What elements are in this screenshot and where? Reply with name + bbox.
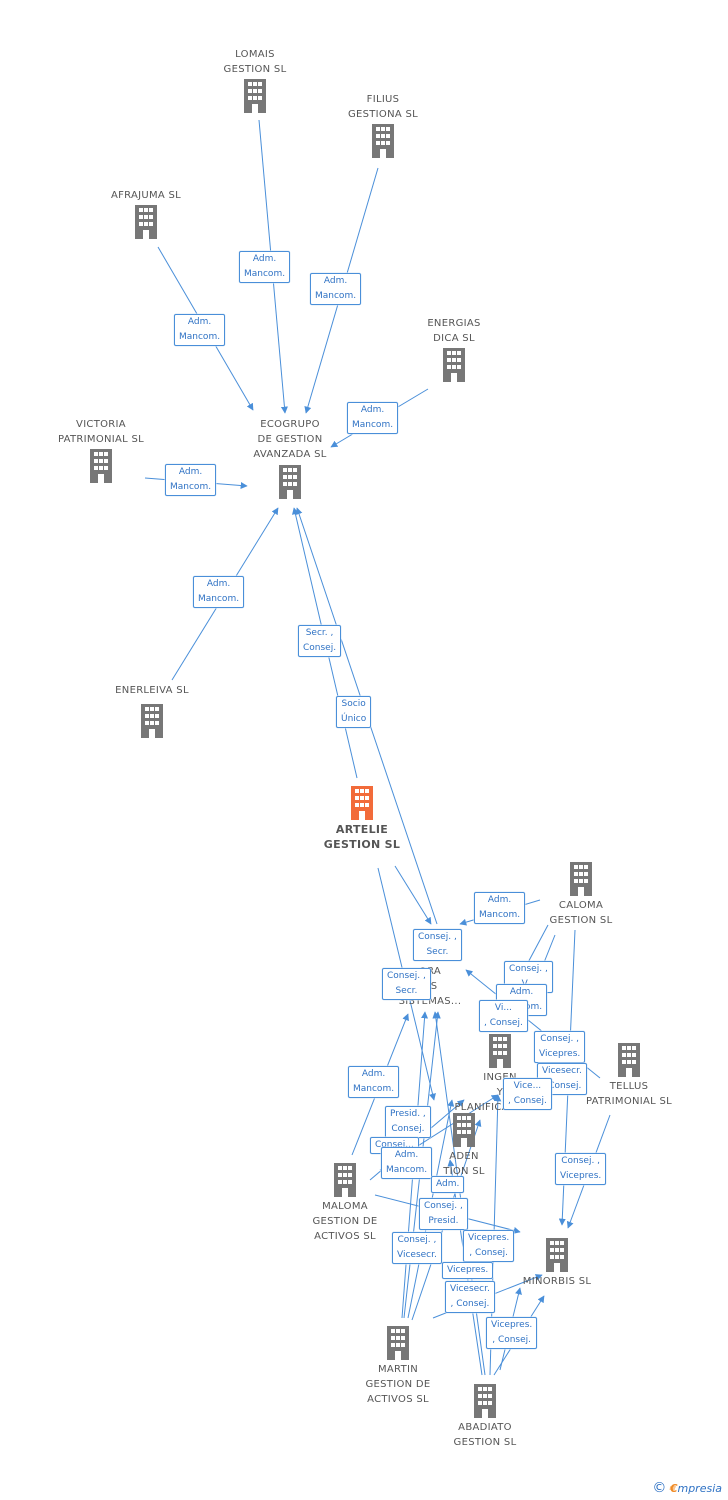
edge-label[interactable]: Consej. , Secr.: [413, 929, 462, 961]
company-node-abadiato[interactable]: ABADIATO GESTION SL: [440, 1384, 530, 1450]
building-icon: [387, 1326, 409, 1360]
company-name: ECOGRUPO DE GESTION AVANZADA SL: [253, 419, 327, 460]
edge-label[interactable]: Consej. , Vicesecr.: [392, 1232, 442, 1264]
company-name: FILIUS GESTIONA SL: [347, 94, 419, 120]
company-node-minorbis[interactable]: MINORBIS SL: [512, 1238, 602, 1289]
company-node-ecogrupo[interactable]: ECOGRUPO DE GESTION AVANZADA SL: [240, 417, 340, 499]
edge-label[interactable]: Secr. , Consej.: [298, 625, 342, 657]
edge-label[interactable]: Consej. , Vicepres.: [534, 1031, 586, 1063]
edge-label[interactable]: Adm. Mancom.: [310, 273, 362, 305]
edge-label[interactable]: Vicepres. , Consej.: [486, 1317, 538, 1349]
company-node-enerleiva[interactable]: ENERLEIVA SL: [100, 683, 204, 738]
company-name: VICTORIA PATRIMONIAL SL: [57, 419, 145, 445]
company-name: MALOMA GESTION DE ACTIVOS SL: [312, 1201, 378, 1242]
company-name: TELLUS PATRIMONIAL SL: [585, 1081, 673, 1107]
building-icon: [141, 704, 163, 738]
empresia-brand: © €mpresia: [652, 1480, 722, 1496]
building-icon: [351, 786, 373, 820]
company-node-caloma[interactable]: CALOMA GESTION SL: [536, 862, 626, 928]
company-node-ingen[interactable]: INGEN Y PLANIFICACION...: [440, 1034, 560, 1115]
company-node-martin[interactable]: MARTIN GESTION DE ACTIVOS SL: [353, 1326, 443, 1407]
edge-label[interactable]: Adm. Mancom.: [239, 251, 291, 283]
building-icon: [546, 1238, 568, 1272]
building-icon: [453, 1113, 475, 1147]
company-name: ENERLEIVA SL: [115, 685, 189, 696]
edge-label[interactable]: Vice... , Consej.: [503, 1078, 552, 1110]
company-node-lomais[interactable]: LOMAIS GESTION SL: [215, 47, 295, 113]
copyright-icon: ©: [652, 1480, 667, 1496]
edge-label[interactable]: Consej. , Presid.: [419, 1198, 468, 1230]
edge-label[interactable]: Adm.: [431, 1176, 465, 1193]
edge-label[interactable]: Vi... , Consej.: [479, 1000, 528, 1032]
edge-label[interactable]: Vicepres.: [442, 1262, 494, 1279]
brand-e: €: [669, 1482, 678, 1495]
company-node-energias[interactable]: ENERGIAS DICA SL: [414, 316, 494, 382]
building-icon: [279, 465, 301, 499]
company-name: CALOMA GESTION SL: [549, 900, 613, 926]
company-name: ADEN TION SL: [443, 1151, 485, 1177]
building-icon: [474, 1384, 496, 1418]
company-node-aden[interactable]: ADEN TION SL: [424, 1113, 504, 1179]
company-node-filius[interactable]: FILIUS GESTIONA SL: [338, 92, 428, 158]
company-name: INGEN Y PLANIFICACION...: [454, 1072, 546, 1113]
building-icon: [618, 1043, 640, 1077]
building-icon: [570, 862, 592, 896]
edge-label[interactable]: Consej. , Secr.: [382, 968, 431, 1000]
company-name: MINORBIS SL: [522, 1276, 592, 1287]
building-icon: [135, 205, 157, 239]
company-name: MARTIN GESTION DE ACTIVOS SL: [365, 1364, 431, 1405]
company-name: LOMAIS GESTION SL: [223, 49, 287, 75]
edge-label[interactable]: Adm. Mancom.: [193, 576, 245, 608]
edge-label[interactable]: Adm. Mancom.: [347, 402, 399, 434]
edge-label[interactable]: Adm. Mancom.: [174, 314, 226, 346]
company-node-maloma[interactable]: MALOMA GESTION DE ACTIVOS SL: [300, 1163, 390, 1244]
company-name: ENERGIAS DICA SL: [427, 318, 481, 344]
company-name: ABADIATO GESTION SL: [453, 1422, 517, 1448]
building-icon: [489, 1034, 511, 1068]
edge-label[interactable]: Adm. Mancom.: [165, 464, 217, 496]
building-icon: [443, 348, 465, 382]
company-name: AFRAJUMA SL: [110, 190, 182, 201]
company-name: ARTELIE GESTION SL: [323, 823, 401, 851]
building-icon: [90, 449, 112, 483]
company-node-afrajuma[interactable]: AFRAJUMA SL: [98, 188, 194, 239]
company-node-artelie-focus[interactable]: ARTELIE GESTION SL: [312, 786, 412, 852]
brand-name: mpresia: [677, 1482, 722, 1495]
edge-label[interactable]: Vicepres. , Consej.: [463, 1230, 515, 1262]
company-node-victoria[interactable]: VICTORIA PATRIMONIAL SL: [46, 417, 156, 483]
building-icon: [244, 79, 266, 113]
edge-label[interactable]: Vicesecr. , Consej.: [445, 1281, 495, 1313]
company-node-tellus[interactable]: TELLUS PATRIMONIAL SL: [574, 1043, 684, 1109]
edge-label[interactable]: Consej. , Vicepres.: [555, 1153, 607, 1185]
building-icon: [372, 124, 394, 158]
edge-label[interactable]: Presid. , Consej.: [385, 1106, 431, 1138]
edge-label[interactable]: Adm. Mancom.: [474, 892, 526, 924]
edge-label[interactable]: Adm. Mancom.: [348, 1066, 400, 1098]
edge-label[interactable]: Socio Único: [336, 696, 372, 728]
building-icon: [334, 1163, 356, 1197]
edge-label[interactable]: Adm. Mancom.: [381, 1147, 433, 1179]
